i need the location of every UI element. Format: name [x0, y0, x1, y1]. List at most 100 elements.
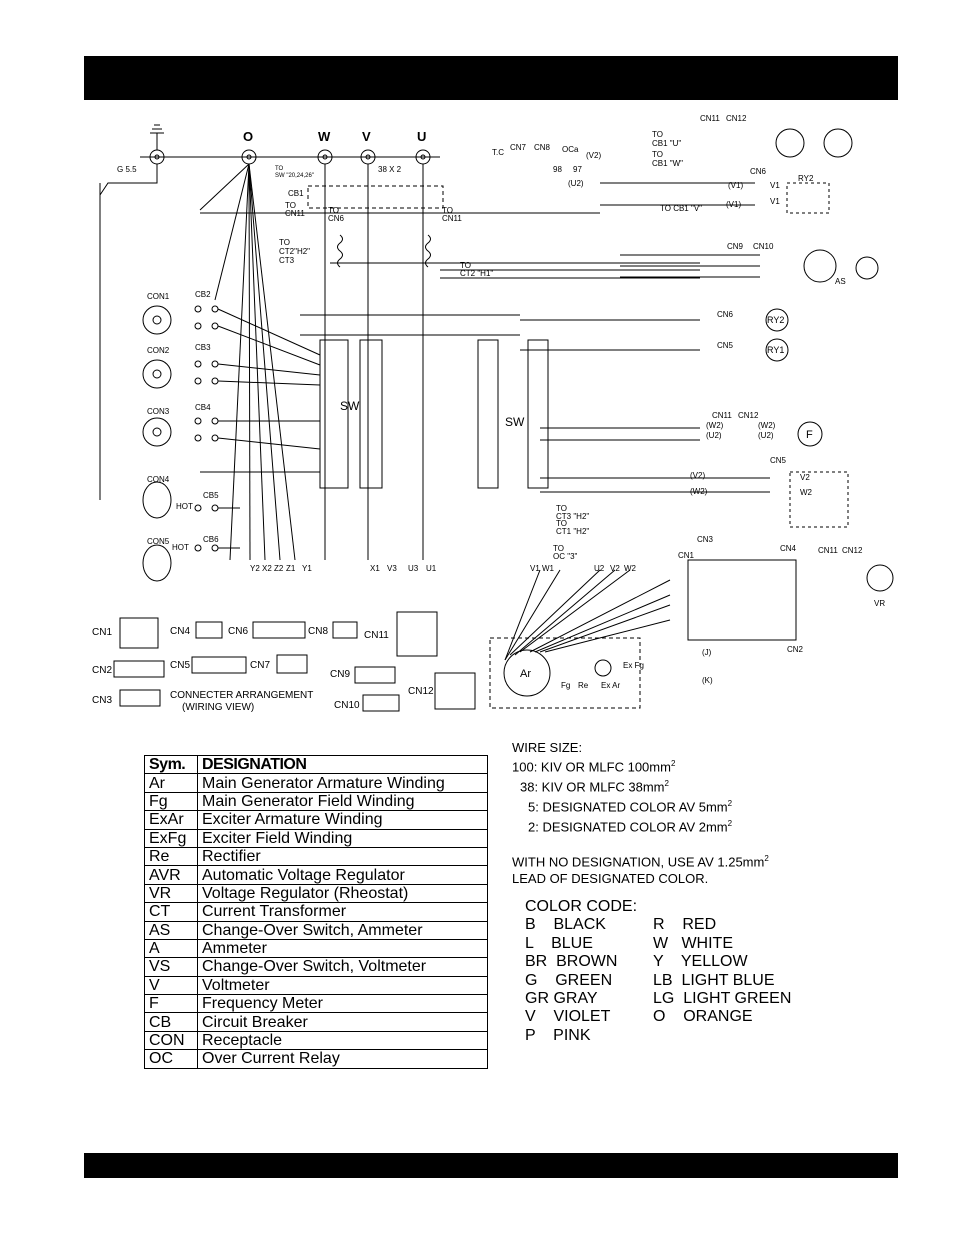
diag-label: TO	[275, 166, 284, 172]
legend-symbol: OC	[144, 1049, 198, 1069]
diag-label: (U2)	[758, 431, 774, 440]
diag-label: TO	[556, 504, 567, 513]
bottom-wire-label: U2	[594, 564, 605, 573]
color-code-title: COLOR CODE:	[525, 898, 638, 915]
color-code-entry: V VIOLET	[525, 1008, 611, 1026]
legend-designation: Over Current Relay	[197, 1049, 488, 1069]
legend-designation: Rectifier	[197, 846, 488, 867]
diag-label: CN9	[727, 242, 744, 251]
diag-label: CT2 "H1"	[460, 269, 493, 278]
diag-label: (U2)	[568, 179, 584, 188]
diag-label: CB5	[203, 491, 219, 500]
meter-f-label: F	[806, 429, 813, 441]
diag-label: CN1	[678, 551, 695, 560]
diag-label: (V1)	[726, 200, 741, 209]
diag-label: CN3	[92, 695, 112, 706]
diag-label: CN10	[753, 242, 774, 251]
diag-label: CN10	[334, 700, 360, 711]
diag-label: TO	[460, 261, 471, 270]
diag-label: CN5	[717, 341, 734, 350]
legend-symbol: CON	[144, 1030, 198, 1051]
bottom-wire-label: W1	[542, 564, 555, 573]
legend-designation: Frequency Meter	[197, 994, 488, 1014]
legend-symbol: ExFg	[144, 828, 198, 848]
diag-label: CB4	[195, 403, 211, 412]
diag-label: CB6	[203, 535, 219, 544]
diag-label: V1	[770, 197, 780, 206]
color-code-entry: B BLACK	[525, 916, 606, 934]
wiring-diagram: O W V U G 5.5 TO SW "20,24,26" 38 X 2 CB…	[92, 114, 894, 713]
bottom-wire-label: V2	[610, 564, 620, 573]
diag-label: Fg	[561, 681, 570, 690]
connector-arrangement-subtitle: (WIRING VIEW)	[182, 702, 254, 713]
color-code-entry	[653, 1027, 813, 1045]
diag-label: CB1 "U"	[652, 139, 681, 148]
diag-label: W2	[800, 488, 813, 497]
legend-symbol: ExAr	[144, 810, 198, 830]
diag-label: CN7	[250, 660, 270, 671]
bottom-wire-label: X1	[370, 564, 380, 573]
wire-size-line: 38: KIV OR MLFC 38mm2	[520, 779, 669, 795]
legend-symbol: AVR	[144, 865, 198, 885]
bottom-wire-label: Y2	[250, 564, 260, 573]
legend-symbol: CT	[144, 902, 198, 922]
diag-label: CN7	[510, 143, 527, 152]
legend-symbol: Re	[144, 846, 198, 867]
diag-label: CN1	[92, 627, 112, 638]
diag-label: (J)	[702, 648, 712, 657]
diag-label: (W2)	[690, 487, 708, 496]
diag-label: CN6	[750, 167, 767, 176]
diag-label: CN11	[285, 209, 305, 218]
diag-label: CN5	[770, 456, 787, 465]
diag-label: CT3	[279, 256, 295, 265]
diag-label: CN3	[697, 535, 714, 544]
color-code-entry: LB LIGHT BLUE	[653, 971, 775, 989]
connector-arrangement-title: CONNECTER ARRANGEMENT	[170, 690, 313, 701]
legend-header-designation: DESIGNATION	[197, 754, 488, 775]
legend-symbol: Fg	[144, 791, 198, 812]
diag-label: (V2)	[690, 471, 705, 480]
diag-label: TO	[442, 206, 453, 215]
diag-label: TO	[553, 544, 564, 553]
diag-label: (U2)	[706, 431, 722, 440]
diag-label: (V2)	[586, 151, 601, 160]
diag-label: CT1 "H2"	[556, 527, 589, 536]
diag-label: (W2)	[706, 421, 724, 430]
diag-label: CT2"H2"	[279, 247, 310, 256]
bottom-wire-label: U3	[408, 564, 419, 573]
diag-label: CON1	[147, 292, 170, 301]
legend-symbol: F	[144, 994, 198, 1014]
legend-designation: Circuit Breaker	[197, 1012, 488, 1032]
color-code-entry: O ORANGE	[653, 1008, 753, 1026]
wire-size-note: LEAD OF DESIGNATED COLOR.	[512, 871, 709, 887]
legend-symbol: VS	[144, 957, 198, 977]
diag-label: CN8	[534, 143, 551, 152]
diag-label: OC "3"	[553, 552, 578, 561]
diag-label: CN11	[700, 114, 720, 123]
armature-label: Ar	[520, 668, 531, 680]
diag-label: TO	[652, 150, 663, 159]
legend-designation: Exciter Field Winding	[197, 828, 488, 848]
diag-label: HOT	[176, 502, 193, 511]
legend-designation: Voltmeter	[197, 975, 488, 996]
wire-size-notes: WIRE SIZE: 100: KIV OR MLFC 100mm2 38: K…	[512, 740, 769, 887]
terminal-o-label: O	[243, 129, 253, 144]
wire-size-line: 2: DESIGNATED COLOR AV 2mm2	[528, 818, 733, 834]
diag-label: CN6	[328, 214, 345, 223]
diag-label: CN11	[818, 546, 838, 555]
bottom-footer-bar	[84, 1153, 898, 1178]
legend-designation: Automatic Voltage Regulator	[197, 865, 488, 885]
legend-designation: Ammeter	[197, 938, 488, 959]
diag-label: RY1	[767, 345, 784, 355]
